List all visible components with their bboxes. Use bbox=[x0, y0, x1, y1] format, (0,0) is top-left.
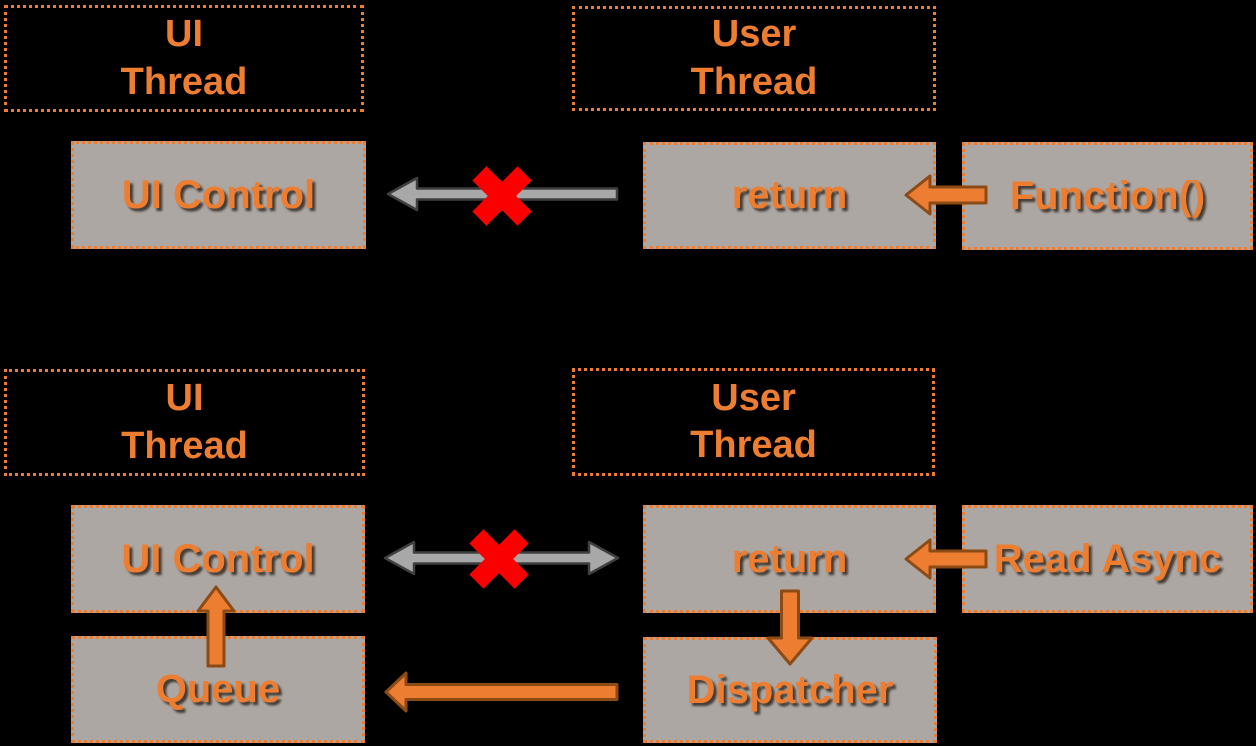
blocked-x-icon-sync bbox=[472, 166, 532, 226]
ui-control-node-sync: UI Control bbox=[71, 141, 366, 249]
ui-control-label-async: UI Control bbox=[121, 536, 315, 581]
function-label: Function() bbox=[1009, 173, 1206, 218]
user-thread-label-line1: User bbox=[711, 13, 797, 55]
dispatcher-node: Dispatcher bbox=[643, 637, 937, 743]
read-async-label: Read Async bbox=[993, 536, 1222, 581]
queue-node: Queue bbox=[71, 636, 365, 743]
return-node-async: return bbox=[643, 505, 936, 613]
user-thread-label-line2: Thread bbox=[690, 60, 818, 103]
blocked-x-icon-async bbox=[469, 529, 529, 589]
queue-label: Queue bbox=[155, 667, 281, 711]
user-thread-header-sync: User Thread bbox=[572, 6, 936, 111]
return-node-sync: return bbox=[643, 142, 936, 249]
ui-thread-label-line1: UI bbox=[165, 377, 204, 419]
ui-control-node-async: UI Control bbox=[71, 505, 365, 613]
return-label-sync: return bbox=[731, 173, 848, 217]
user-thread-label-line2: Thread bbox=[690, 424, 817, 466]
blocked-return-arrow bbox=[386, 176, 619, 212]
ui-thread-label-line2: Thread bbox=[120, 60, 248, 103]
ui-thread-label-line2: Thread bbox=[121, 424, 248, 467]
user-thread-label-line1: User bbox=[711, 376, 796, 419]
ui-thread-label-line1: UI bbox=[165, 13, 203, 55]
read-async-node: Read Async bbox=[962, 505, 1253, 613]
ui-thread-header-async: UI Thread bbox=[4, 369, 365, 476]
ui-thread-header-sync: UI Thread bbox=[4, 5, 364, 112]
dispatcher-label: Dispatcher bbox=[686, 667, 894, 712]
ui-control-label-sync: UI Control bbox=[121, 172, 316, 217]
return-label-async: return bbox=[731, 536, 848, 581]
function-node: Function() bbox=[962, 142, 1253, 250]
user-thread-header-async: User Thread bbox=[572, 368, 935, 476]
blocked-crossthread-arrow bbox=[383, 540, 620, 576]
dispatcher-to-queue-arrow bbox=[384, 671, 619, 713]
